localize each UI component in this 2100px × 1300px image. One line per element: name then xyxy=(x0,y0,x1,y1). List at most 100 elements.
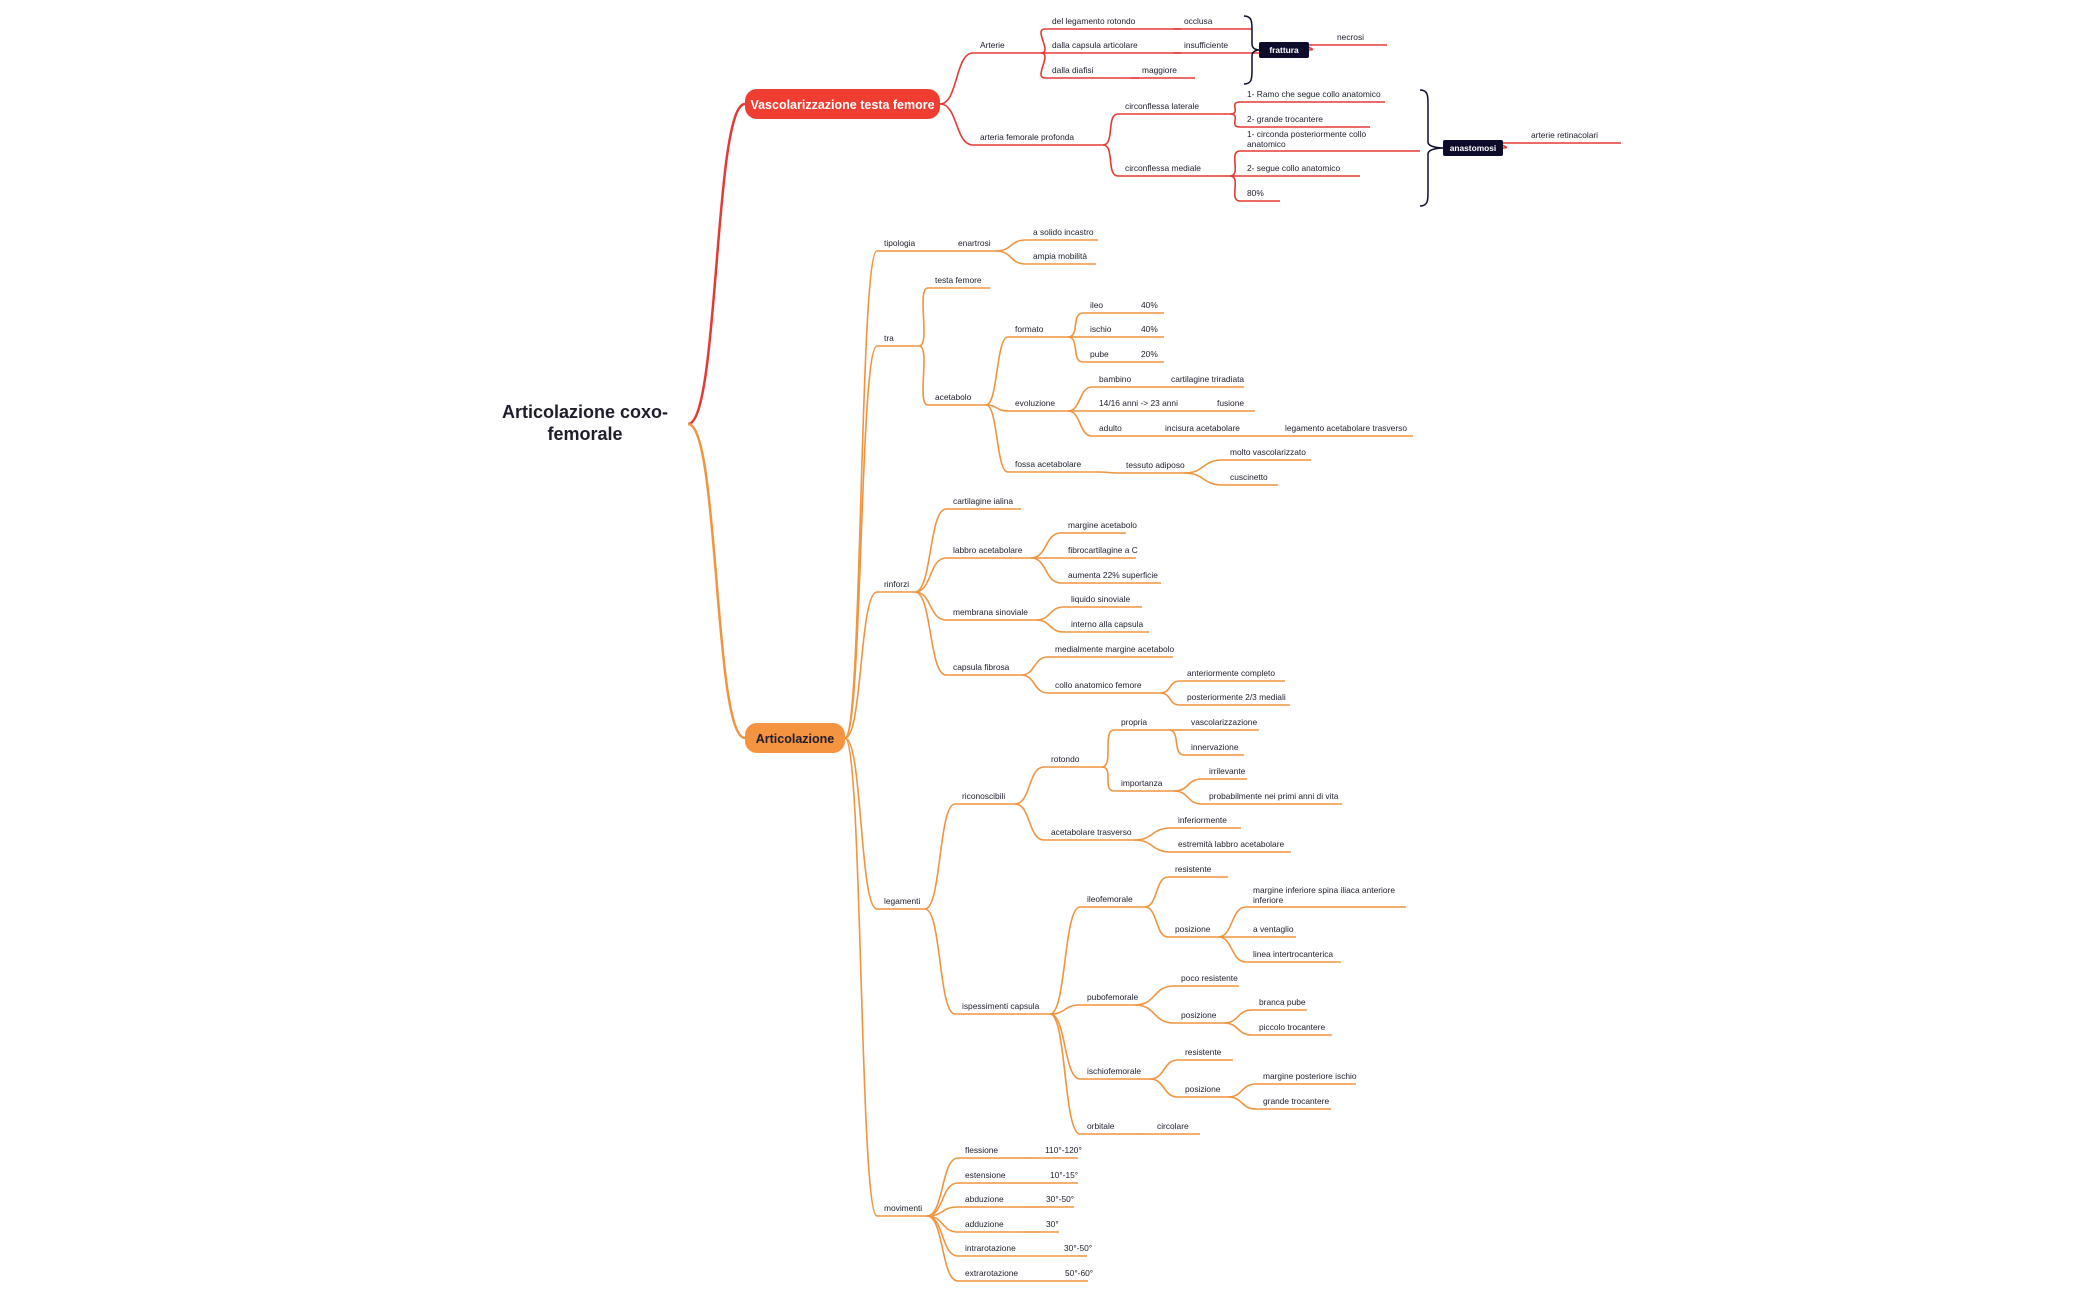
topic-poco-resistente[interactable]: poco resistente xyxy=(1181,973,1238,983)
topic-dalla-capsula-articolare[interactable]: dalla capsula articolare xyxy=(1052,40,1138,50)
topic-abduzione[interactable]: abduzione xyxy=(965,1194,1004,1204)
topic-evoluzione[interactable]: evoluzione xyxy=(1015,398,1055,408)
topic-dalla-diafisi[interactable]: dalla diafisi xyxy=(1052,65,1094,75)
topic-1-ramo-che-segue-collo-anatomico[interactable]: 1- Ramo che segue collo anatomico xyxy=(1247,89,1381,99)
topic-rotondo[interactable]: rotondo xyxy=(1051,754,1080,764)
main-branch-vascolarizzazione-testa-femore[interactable]: Vascolarizzazione testa femore xyxy=(745,89,940,119)
topic-liquido-sinoviale[interactable]: liquido sinoviale xyxy=(1071,594,1130,604)
topic-innervazione[interactable]: innervazione xyxy=(1191,742,1239,752)
topic-pube[interactable]: pube xyxy=(1090,349,1109,359)
topic-capsula-fibrosa[interactable]: capsula fibrosa xyxy=(953,662,1010,672)
topic-110-120[interactable]: 110°-120° xyxy=(1045,1145,1082,1155)
topic-grande-trocantere[interactable]: grande trocantere xyxy=(1263,1096,1329,1106)
topic-circonflessa-laterale[interactable]: circonflessa laterale xyxy=(1125,101,1199,111)
topic-importanza[interactable]: importanza xyxy=(1121,778,1163,788)
topic-acetabolo[interactable]: acetabolo xyxy=(935,392,972,402)
topic-extrarotazione[interactable]: extrarotazione xyxy=(965,1268,1018,1278)
topic-medialmente-margine-acetabolo[interactable]: medialmente margine acetabolo xyxy=(1055,644,1175,654)
topic-posizione[interactable]: posizione xyxy=(1185,1084,1221,1094)
topic-collo-anatomico-femore[interactable]: collo anatomico femore xyxy=(1055,680,1142,690)
topic-posteriormente-2-3-mediali[interactable]: posteriormente 2/3 mediali xyxy=(1187,692,1286,702)
topic-30-50[interactable]: 30°-50° xyxy=(1046,1194,1074,1204)
topic-50-60[interactable]: 50°-60° xyxy=(1065,1268,1093,1278)
topic-aumenta-22pct-superficie[interactable]: aumenta 22% superficie xyxy=(1068,570,1158,580)
topic-intrarotazione[interactable]: intrarotazione xyxy=(965,1243,1016,1253)
topic-interno-alla-capsula[interactable]: interno alla capsula xyxy=(1071,619,1144,629)
topic-cartilagine-triradiata[interactable]: cartilagine triradiata xyxy=(1171,374,1244,384)
topic-ispessimenti-capsula[interactable]: ispessimenti capsula xyxy=(962,1001,1040,1011)
main-branch-articolazione[interactable]: Articolazione xyxy=(745,723,845,753)
topic-fibrocartilagine-a-c[interactable]: fibrocartilagine a C xyxy=(1068,545,1138,555)
topic-propria[interactable]: propria xyxy=(1121,717,1147,727)
topic-incisura-acetabolare[interactable]: incisura acetabolare xyxy=(1165,423,1240,433)
topic-legamenti[interactable]: legamenti xyxy=(884,896,920,906)
topic-posizione[interactable]: posizione xyxy=(1181,1010,1217,1020)
topic-tipologia[interactable]: tipologia xyxy=(884,238,916,248)
topic-tessuto-adiposo[interactable]: tessuto adiposo xyxy=(1126,460,1185,470)
topic-estremita-labbro-acetabolare[interactable]: estremità labbro acetabolare xyxy=(1178,839,1284,849)
topic-vascolarizzazione[interactable]: vascolarizzazione xyxy=(1191,717,1257,727)
topic-arterie[interactable]: Arterie xyxy=(980,40,1005,50)
topic-margine-inferiore-spina-iliaca-anteriore-inferiore[interactable]: margine inferiore spina iliaca anteriore… xyxy=(1253,885,1395,905)
topic-del-legamento-rotondo[interactable]: del legamento rotondo xyxy=(1052,16,1136,26)
topic-riconoscibili[interactable]: riconoscibili xyxy=(962,791,1005,801)
topic-movimenti[interactable]: movimenti xyxy=(884,1203,922,1213)
topic-10-15[interactable]: 10°-15° xyxy=(1050,1170,1078,1180)
topic-40pct[interactable]: 40% xyxy=(1141,300,1158,310)
topic-orbitale[interactable]: orbitale xyxy=(1087,1121,1115,1131)
topic-estensione[interactable]: estensione xyxy=(965,1170,1006,1180)
topic-ischiofemorale[interactable]: ischiofemorale xyxy=(1087,1066,1141,1076)
topic-2-segue-collo-anatomico[interactable]: 2- segue collo anatomico xyxy=(1247,163,1340,173)
topic-a-ventaglio[interactable]: a ventaglio xyxy=(1253,924,1294,934)
topic-bambino[interactable]: bambino xyxy=(1099,374,1131,384)
topic-ileofemorale[interactable]: ileofemorale xyxy=(1087,894,1133,904)
topic-arterie-retinacolari[interactable]: arterie retinacolari xyxy=(1531,130,1598,140)
topic-testa-femore[interactable]: testa femore xyxy=(935,275,982,285)
topic-30-50[interactable]: 30°-50° xyxy=(1064,1243,1092,1253)
topic-pubofemorale[interactable]: pubofemorale xyxy=(1087,992,1139,1002)
topic-resistente[interactable]: resistente xyxy=(1185,1047,1222,1057)
topic-2-grande-trocantere[interactable]: 2- grande trocantere xyxy=(1247,114,1323,124)
topic-margine-posteriore-ischio[interactable]: margine posteriore ischio xyxy=(1263,1071,1357,1081)
topic-adduzione[interactable]: adduzione xyxy=(965,1219,1004,1229)
topic-14-16-anni-23-anni[interactable]: 14/16 anni -> 23 anni xyxy=(1099,398,1178,408)
topic-labbro-acetabolare[interactable]: labbro acetabolare xyxy=(953,545,1023,555)
topic-40pct[interactable]: 40% xyxy=(1141,324,1158,334)
topic-anteriormente-completo[interactable]: anteriormente completo xyxy=(1187,668,1275,678)
topic-legamento-acetabolare-trasverso[interactable]: legamento acetabolare trasverso xyxy=(1285,423,1407,433)
topic-enartrosi[interactable]: enartrosi xyxy=(958,238,991,248)
topic-linea-intertrocanterica[interactable]: linea intertrocanterica xyxy=(1253,949,1333,959)
topic-flessione[interactable]: flessione xyxy=(965,1145,998,1155)
topic-rinforzi[interactable]: rinforzi xyxy=(884,579,909,589)
topic-formato[interactable]: formato xyxy=(1015,324,1044,334)
topic-ileo[interactable]: ileo xyxy=(1090,300,1103,310)
topic-ampia-mobilita[interactable]: ampia mobilità xyxy=(1033,251,1087,261)
topic-20pct[interactable]: 20% xyxy=(1141,349,1158,359)
topic-cuscinetto[interactable]: cuscinetto xyxy=(1230,472,1268,482)
topic-branca-pube[interactable]: branca pube xyxy=(1259,997,1306,1007)
central-topic[interactable]: Articolazione coxo-femorale xyxy=(502,402,668,444)
topic-inferiormente[interactable]: inferiormente xyxy=(1178,815,1227,825)
topic-molto-vascolarizzato[interactable]: molto vascolarizzato xyxy=(1230,447,1306,457)
topic-80pct[interactable]: 80% xyxy=(1247,188,1264,198)
topic-necrosi[interactable]: necrosi xyxy=(1337,32,1364,42)
topic-irrilevante[interactable]: irrilevante xyxy=(1209,766,1246,776)
topic-cartilagine-ialina[interactable]: cartilagine ialina xyxy=(953,496,1013,506)
topic-margine-acetabolo[interactable]: margine acetabolo xyxy=(1068,520,1137,530)
topic-piccolo-trocantere[interactable]: piccolo trocantere xyxy=(1259,1022,1325,1032)
topic-ischio[interactable]: ischio xyxy=(1090,324,1112,334)
topic-probabilmente-nei-primi-anni-di-vita[interactable]: probabilmente nei primi anni di vita xyxy=(1209,791,1339,801)
topic-30[interactable]: 30° xyxy=(1046,1219,1059,1229)
topic-fusione[interactable]: fusione xyxy=(1217,398,1244,408)
topic-insufficiente[interactable]: insufficiente xyxy=(1184,40,1228,50)
topic-membrana-sinoviale[interactable]: membrana sinoviale xyxy=(953,607,1028,617)
topic-acetabolare-trasverso[interactable]: acetabolare trasverso xyxy=(1051,827,1132,837)
topic-tra[interactable]: tra xyxy=(884,333,894,343)
topic-adulto[interactable]: adulto xyxy=(1099,423,1122,433)
topic-occlusa[interactable]: occlusa xyxy=(1184,16,1213,26)
topic-resistente[interactable]: resistente xyxy=(1175,864,1212,874)
topic-circonflessa-mediale[interactable]: circonflessa mediale xyxy=(1125,163,1201,173)
